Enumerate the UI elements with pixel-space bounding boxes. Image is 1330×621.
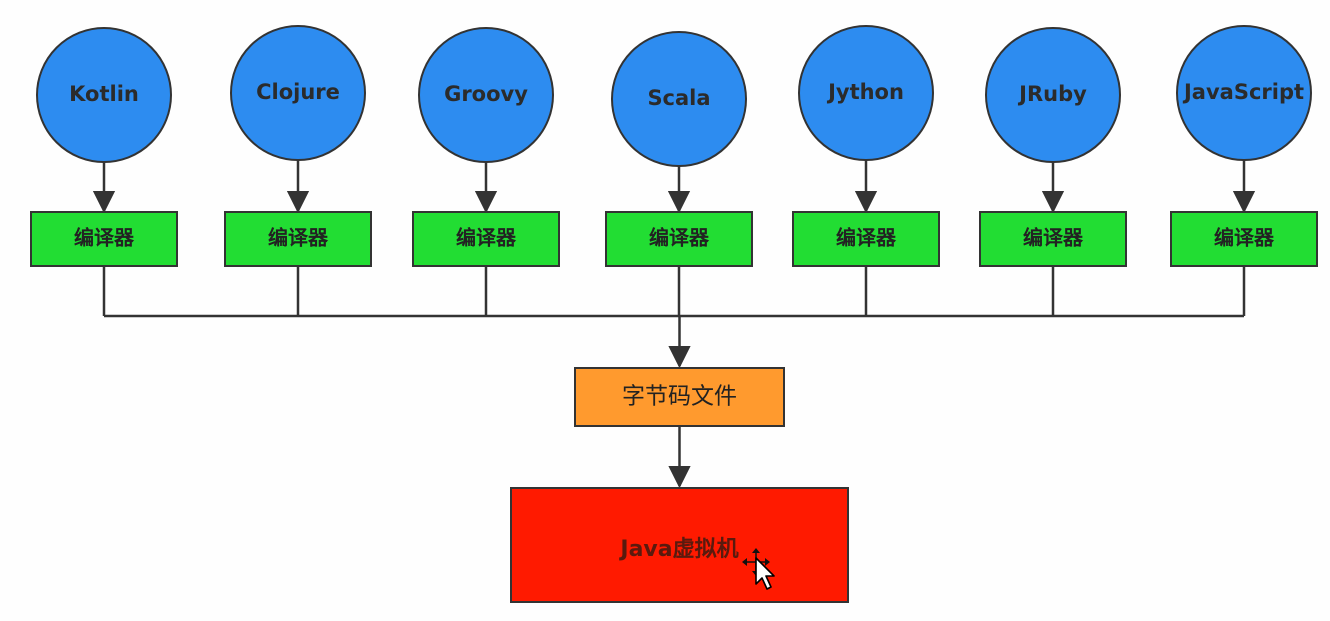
language-label: Kotlin xyxy=(69,82,139,106)
bytecode-node[interactable]: 字节码文件 xyxy=(574,367,785,427)
compiler-label: 编译器 xyxy=(74,226,135,250)
language-node[interactable]: Kotlin 编译器 xyxy=(30,27,178,267)
language-node[interactable]: Groovy 编译器 xyxy=(412,27,560,267)
compiler-label: 编译器 xyxy=(268,226,329,250)
jvm-box xyxy=(510,487,849,603)
connectors-layer xyxy=(102,266,1246,369)
language-node[interactable]: Clojure 编译器 xyxy=(224,25,372,267)
language-label: Scala xyxy=(647,86,710,110)
move-cursor-icon xyxy=(742,548,775,590)
language-node[interactable]: JRuby 编译器 xyxy=(979,27,1127,267)
language-label: Jython xyxy=(826,80,904,104)
language-label: Groovy xyxy=(444,82,528,106)
compiler-label: 编译器 xyxy=(456,226,517,250)
language-node[interactable]: JavaScript 编译器 xyxy=(1170,25,1318,267)
languages-layer: Kotlin编译器Clojure编译器Groovy编译器Scala编译器Jyth… xyxy=(30,25,1318,267)
compiler-label: 编译器 xyxy=(1023,226,1084,250)
compiler-box[interactable] xyxy=(792,211,940,267)
compiler-box[interactable] xyxy=(30,211,178,267)
language-label: JRuby xyxy=(1017,82,1087,106)
compiler-box[interactable] xyxy=(1170,211,1318,267)
bytecode-box xyxy=(574,367,785,427)
jvm-node[interactable]: Java虚拟机 xyxy=(510,487,849,603)
compiler-label: 编译器 xyxy=(836,226,897,250)
language-node[interactable]: Scala 编译器 xyxy=(605,31,753,267)
language-node[interactable]: Jython 编译器 xyxy=(792,25,940,267)
compiler-label: 编译器 xyxy=(649,226,710,250)
jvm-label: Java虚拟机 xyxy=(618,536,738,562)
compiler-box[interactable] xyxy=(979,211,1127,267)
compiler-box[interactable] xyxy=(605,211,753,267)
bytecode-label: 字节码文件 xyxy=(622,384,737,410)
language-label: JavaScript xyxy=(1182,80,1304,104)
compiler-label: 编译器 xyxy=(1214,226,1275,250)
language-label: Clojure xyxy=(256,80,340,104)
